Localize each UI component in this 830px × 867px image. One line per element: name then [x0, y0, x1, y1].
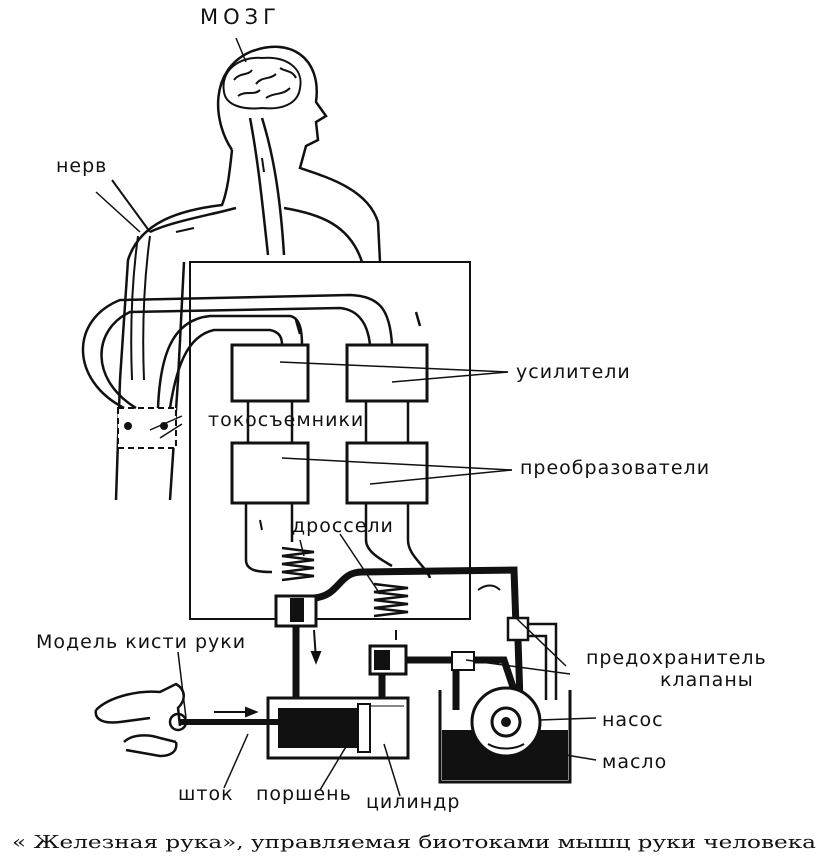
nerve-path	[111, 179, 151, 381]
label-valves: клапаны	[660, 669, 754, 691]
label-throttles: дроссели	[292, 515, 394, 537]
label-converters: преобразователи	[520, 457, 710, 479]
converter-blocks	[230, 441, 429, 505]
hand-model	[94, 682, 266, 758]
label-rod: шток	[178, 783, 234, 805]
amplifier-blocks	[230, 343, 429, 403]
inter-block-wires	[246, 401, 410, 443]
label-hand-model: Модель кисти руки	[36, 631, 246, 653]
valve-bodies	[274, 594, 475, 676]
label-safety-valve: предохранитель	[586, 647, 767, 669]
brain-icon	[222, 56, 302, 110]
label-brain: МОЗГ	[200, 5, 281, 29]
electrode-band	[117, 407, 177, 449]
hydraulic-cylinder	[266, 696, 410, 760]
label-cylinder: цилиндр	[366, 791, 460, 813]
label-pump: насос	[602, 709, 664, 731]
leader-lines	[95, 37, 597, 797]
label-amplifiers: усилители	[516, 361, 631, 383]
signal-wires	[81, 293, 422, 410]
hydraulic-lines	[292, 566, 524, 710]
label-nerve: нерв	[56, 155, 107, 177]
pump	[470, 686, 542, 758]
label-oil: масло	[602, 751, 667, 773]
control-cabinet	[189, 261, 471, 620]
flow-arrows	[175, 157, 397, 718]
figure-caption: « Железная рука», управляемая биотоками …	[12, 832, 816, 853]
label-current-pickups: токосъемники	[208, 409, 364, 431]
label-piston: поршень	[256, 783, 352, 805]
